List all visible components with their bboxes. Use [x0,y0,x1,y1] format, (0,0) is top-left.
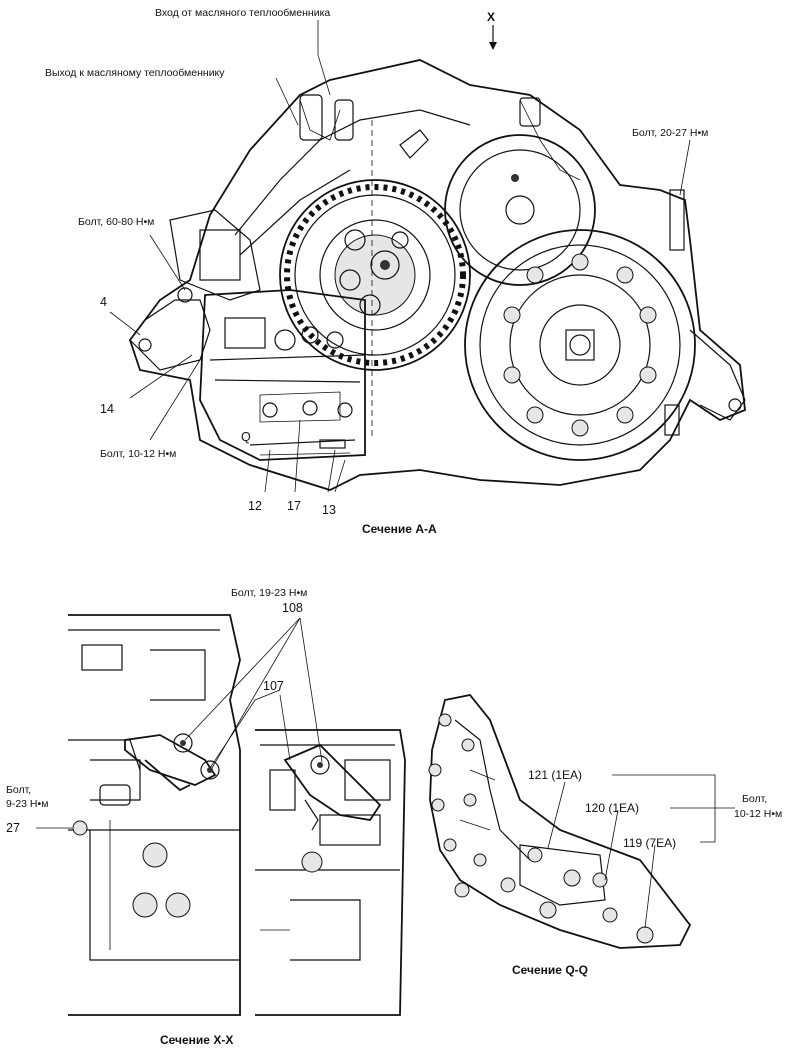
bolt-60-80-label: Болт, 60-80 Н•м [78,216,154,228]
ref-13-leader-2 [334,459,346,493]
ref-4-leader [109,311,141,336]
ref-4: 4 [100,295,107,309]
ref-12-leader [264,449,271,493]
bolt-9-23-label-line1: Болт, [6,784,31,796]
x-arrow-label: X [487,10,495,24]
section-q-q-caption: Сечение Q-Q [512,963,588,977]
bolt-10-12-leader [149,359,201,441]
bolt-10-12-q-line2: 10-12 Н•м [734,808,782,820]
ref-121: 121 (1EA) [528,768,582,782]
outlet-leader [275,77,299,126]
outlet-label: Выход к масляному теплообменнику [45,67,225,79]
q-section-bolts [428,713,654,944]
inlet-label: Вход от масляного теплообменника [155,7,330,19]
ref-13: 13 [322,503,336,517]
ref-27: 27 [6,821,20,835]
bolt-60-80-leader [149,234,186,291]
ref-12: 12 [248,499,262,513]
bolt-19-23-label: Болт, 19-23 Н•м [231,587,307,599]
section-a-a-drawing [109,20,746,493]
section-x-x-drawing [36,614,406,1016]
ref-107: 107 [263,679,284,693]
ref-17-leader [294,419,301,493]
ref-108: 108 [282,601,303,615]
drum-bolts [503,253,657,437]
section-q-q-drawing [428,694,735,949]
bolt-10-12-q-line1: Болт, [742,793,767,805]
ref-14: 14 [100,402,114,416]
bolt-20-27-label: Болт, 20-27 Н•м [632,127,708,139]
bolt-9-23-label-line2: 9-23 Н•м [6,798,48,810]
ref-14-leader [129,354,193,399]
ref-13-leader [327,449,336,493]
bolt-20-27-leader [679,139,691,196]
ref-17: 17 [287,499,301,513]
inlet-leader [317,20,331,96]
ref-119: 119 (7EA) [623,836,676,850]
ref-120: 120 (1EA) [585,801,639,815]
section-a-a-caption: Сечение А-А [362,522,437,536]
bolt-10-12-label: Болт, 10-12 Н•м [100,448,176,460]
x-arrow-head [489,42,497,50]
ref-q: Q [241,430,251,444]
section-x-x-caption: Сечение X-X [160,1033,233,1047]
